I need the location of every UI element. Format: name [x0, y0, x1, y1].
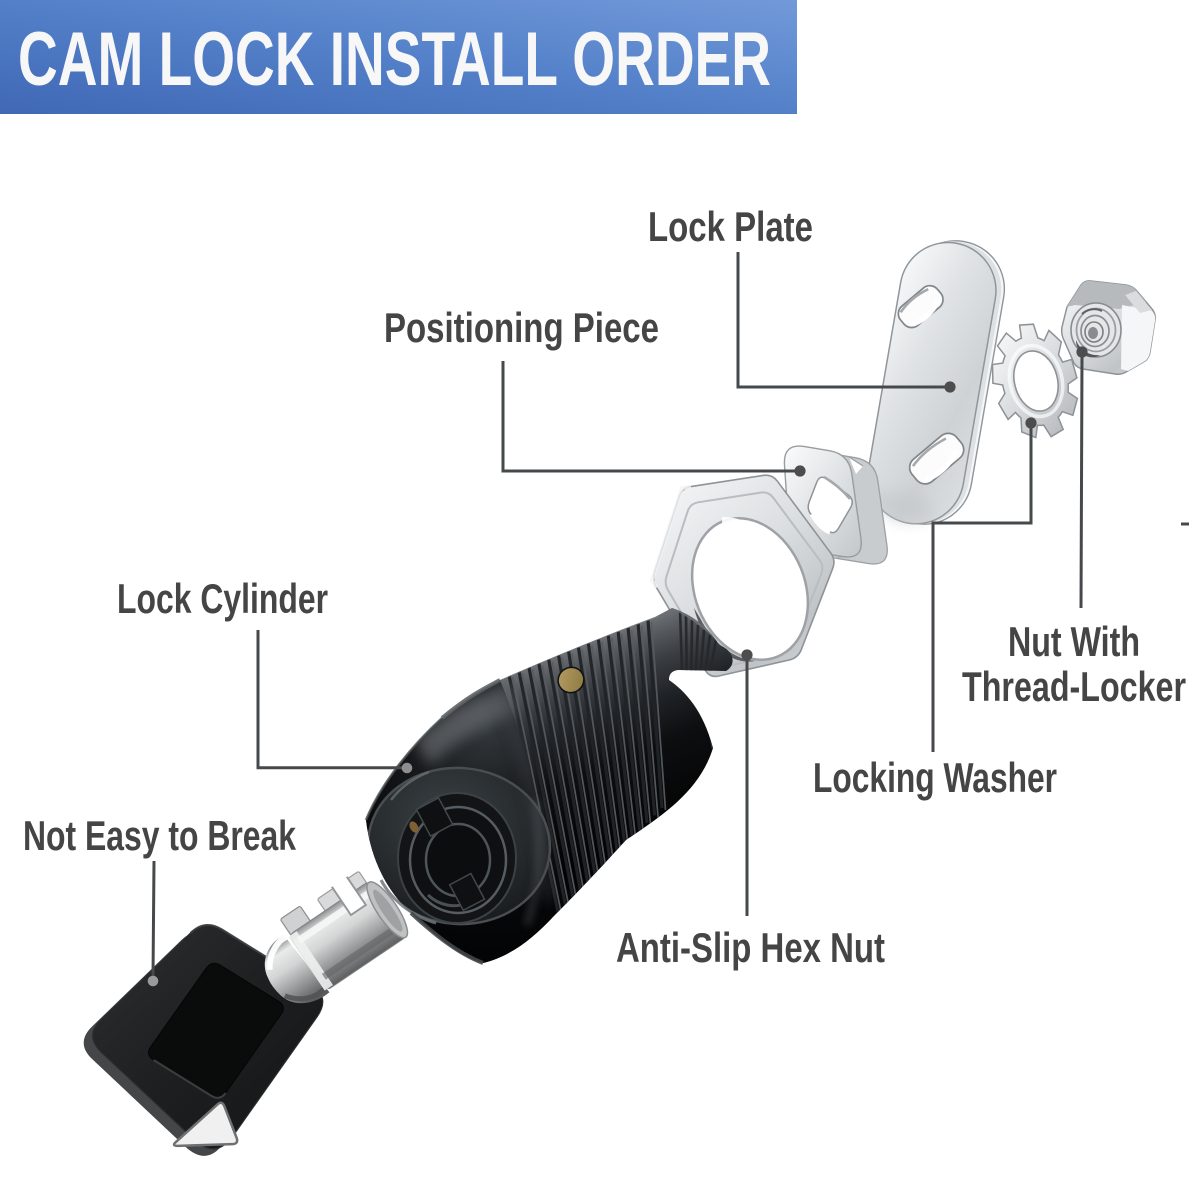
- svg-text:Lock Cylinder: Lock Cylinder: [117, 575, 328, 622]
- svg-text:Not Easy to Break: Not Easy to Break: [23, 812, 296, 859]
- svg-text:Thread-Locker: Thread-Locker: [962, 663, 1186, 710]
- svg-text:Lock Plate: Lock Plate: [648, 203, 813, 250]
- svg-text:Positioning Piece: Positioning Piece: [384, 304, 659, 351]
- svg-text:Locking Washer: Locking Washer: [813, 754, 1057, 801]
- svg-text:Nut With: Nut With: [1008, 618, 1140, 665]
- svg-text:CAM LOCK INSTALL ORDER: CAM LOCK INSTALL ORDER: [18, 17, 771, 102]
- svg-text:Anti-Slip Hex Nut: Anti-Slip Hex Nut: [616, 924, 885, 971]
